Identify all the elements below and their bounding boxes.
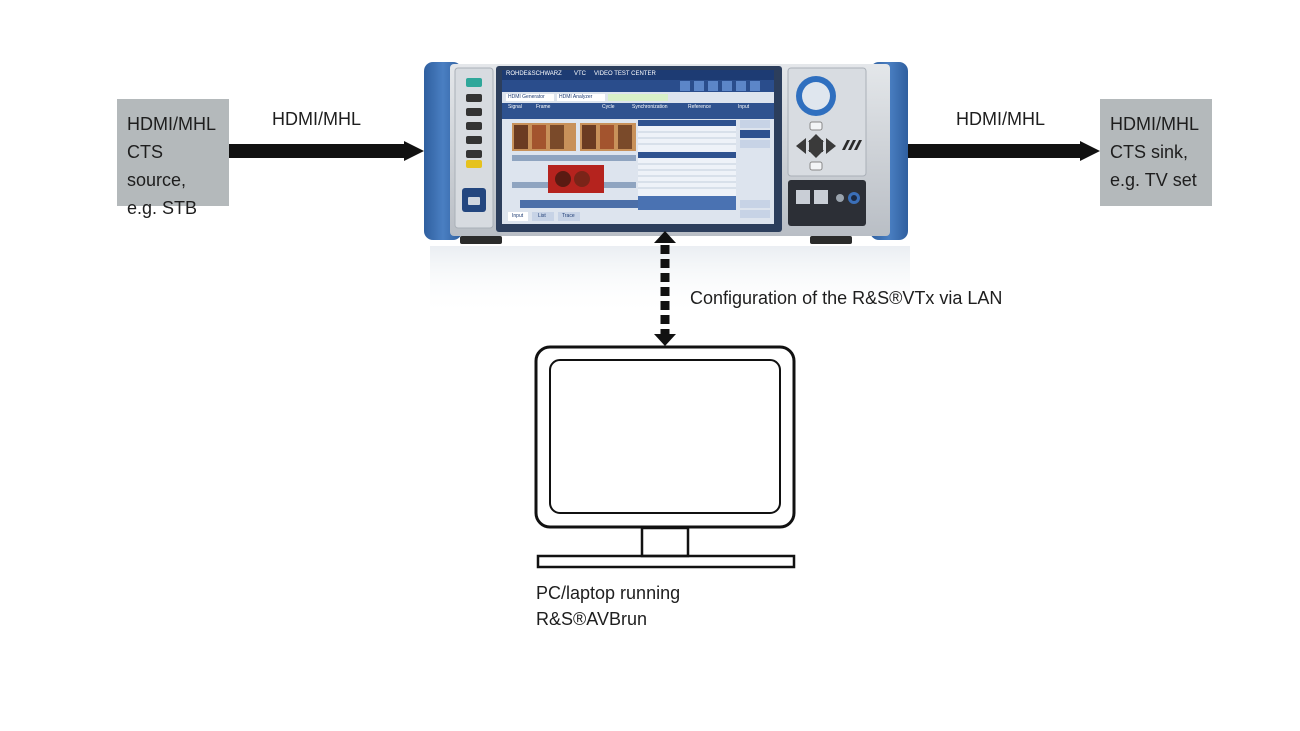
screen-bottom-tab-input: Input xyxy=(512,213,524,219)
screen-col-cycle: Cycle xyxy=(602,104,615,110)
lan-link xyxy=(654,231,676,346)
screen-col-reference: Reference xyxy=(688,104,712,110)
screen-col-signal: Signal xyxy=(508,104,522,110)
screen-tab-analyzer: HDMI Analyzer xyxy=(559,94,593,100)
screen-tab-generator: HDMI Generator xyxy=(508,94,545,100)
instrument-device xyxy=(424,62,908,244)
pc-monitor xyxy=(534,345,796,569)
source-device-box: HDMI/MHL CTS source, e.g. STB xyxy=(117,99,229,218)
right-link-label: HDMI/MHL xyxy=(956,109,1045,129)
right-hdmi-cable xyxy=(906,141,1100,161)
lan-arrow-down xyxy=(654,334,676,346)
screen-col-input: Input xyxy=(738,104,750,110)
left-link-label: HDMI/MHL xyxy=(272,109,361,129)
instrument-product-name: VIDEO TEST CENTER xyxy=(594,71,656,77)
right-arrow-head xyxy=(1080,141,1100,161)
pc-label: PC/laptop running R&S®AVBrun xyxy=(536,583,681,629)
left-arrow-head xyxy=(404,141,424,161)
screen-bottom-tab-list: List xyxy=(538,213,546,219)
lan-link-label: Configuration of the R&S®VTx via LAN xyxy=(690,288,1003,308)
lan-arrow-up xyxy=(654,231,676,243)
screen-col-sync: Synchronization xyxy=(632,104,668,110)
screen-col-frame: Frame xyxy=(536,104,551,110)
screen-bottom-tab-trace: Trace xyxy=(562,213,575,219)
sink-device-box: HDMI/MHL CTS sink, e.g. TV set xyxy=(1100,99,1212,206)
left-hdmi-cable xyxy=(229,141,424,161)
instrument-brand: ROHDE&SCHWARZ xyxy=(506,71,562,77)
instrument-model: VTC xyxy=(574,71,586,77)
instrument-reflection xyxy=(430,246,910,316)
